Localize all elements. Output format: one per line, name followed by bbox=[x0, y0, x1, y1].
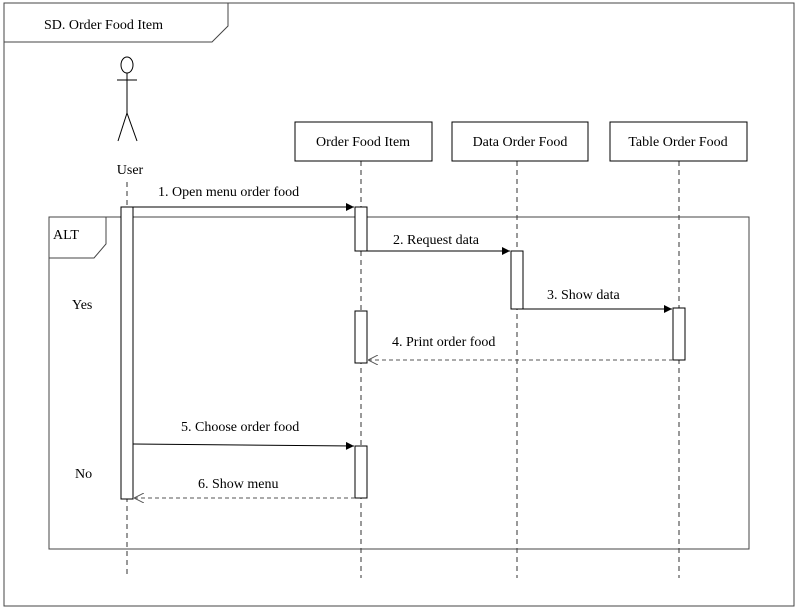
alt-operator: ALT bbox=[53, 228, 79, 243]
lifeline-label-data-order-food: Data Order Food bbox=[473, 135, 568, 150]
activation-table-order-food bbox=[672, 307, 686, 361]
message-label-3: 3. Show data bbox=[547, 288, 621, 303]
actor-label: User bbox=[117, 163, 144, 178]
diagram-frame bbox=[3, 2, 795, 607]
alt-fragment bbox=[48, 216, 750, 550]
lifeline-box-table-order-food bbox=[609, 121, 748, 162]
message-label-5: 5. Choose order food bbox=[181, 420, 299, 435]
activation-order-food-item-3 bbox=[354, 445, 368, 499]
guard-yes: Yes bbox=[72, 298, 92, 313]
activation-user bbox=[120, 206, 134, 500]
lifeline-box-data-order-food bbox=[451, 121, 589, 162]
message-label-1: 1. Open menu order food bbox=[158, 185, 299, 200]
diagram-title: SD. Order Food Item bbox=[44, 18, 163, 33]
lifeline-label-table-order-food: Table Order Food bbox=[628, 135, 727, 150]
guard-no: No bbox=[75, 467, 92, 482]
message-label-6: 6. Show menu bbox=[198, 477, 279, 492]
user-actor-icon bbox=[117, 56, 138, 142]
lifeline-box-order-food-item bbox=[294, 121, 433, 162]
activation-order-food-item-1 bbox=[354, 206, 368, 252]
activation-data-order-food bbox=[510, 250, 524, 310]
message-label-2: 2. Request data bbox=[393, 233, 480, 248]
alt-operator-tab bbox=[49, 217, 107, 259]
message-label-4: 4. Print order food bbox=[392, 335, 495, 350]
message-arrow-5 bbox=[132, 441, 355, 450]
title-tab bbox=[4, 3, 229, 43]
activation-order-food-item-2 bbox=[354, 310, 368, 364]
lifeline-label-order-food-item: Order Food Item bbox=[316, 135, 410, 150]
